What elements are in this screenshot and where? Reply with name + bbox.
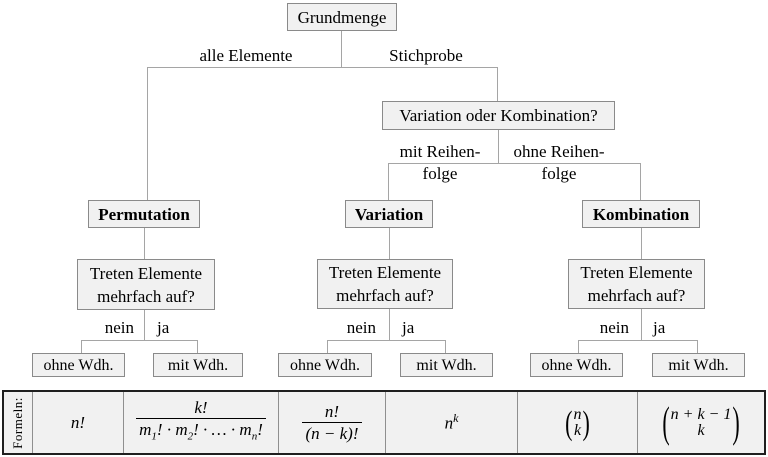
connector-kombination-question — [641, 228, 642, 259]
connector-vok-down — [498, 130, 499, 163]
drop-4 — [445, 340, 446, 353]
fraction-denominator: m1! · m2! · … · mn! — [136, 418, 266, 446]
leaf-mit-wdh-variation: mit Wdh. — [400, 353, 493, 377]
connector-to-variation — [388, 163, 389, 200]
leaf-ohne-wdh-variation: ohne Wdh. — [278, 353, 372, 377]
edge-label-stichprobe: Stichprobe — [389, 46, 463, 65]
formula-row-header-text: Formeln: — [10, 396, 26, 449]
question-box-permutation: Treten Elemente mehrfach auf? — [77, 259, 215, 310]
node-grundmenge: Grundmenge — [287, 3, 397, 31]
formula-n-factorial: n! — [70, 412, 86, 432]
drop-3 — [327, 340, 328, 353]
formula-variation-ohne-wdh: n! (n − k)! — [278, 392, 385, 453]
fraction-numerator: n! — [324, 402, 340, 421]
node-permutation: Permutation — [88, 200, 200, 228]
connector-top-horizontal — [147, 67, 498, 68]
power-expression: nk — [444, 411, 459, 433]
question-box-kombination: Treten Elemente mehrfach auf? — [568, 259, 705, 309]
connector-permutation-question — [144, 228, 145, 259]
close-paren: ) — [732, 397, 740, 446]
edge-label-ohne-reihenfolge: ohne Reihen- folge — [513, 142, 605, 183]
node-variation: Variation — [345, 200, 433, 228]
edge-label-nein-1: nein — [104, 318, 134, 337]
formula-table: Formeln: n! k! m1! · m2! · … · mn! n! (n… — [2, 390, 766, 455]
edge-label-nein-3: nein — [599, 318, 629, 337]
drop-6 — [697, 340, 698, 353]
split-horizontal-2 — [327, 340, 446, 341]
split-horizontal-3 — [578, 340, 698, 341]
connector-variation-question — [389, 228, 390, 259]
formula-permutation-ohne-wdh: n! — [32, 392, 123, 453]
connector-question1-split — [144, 309, 145, 340]
connector-question2-split — [389, 309, 390, 340]
split-horizontal-1 — [81, 340, 198, 341]
formula-variation-mit-wdh: nk — [385, 392, 517, 453]
connector-question3-split — [641, 309, 642, 340]
edge-label-ja-1: ja — [157, 318, 170, 337]
fraction-denominator: (n − k)! — [302, 422, 362, 443]
open-paren: ( — [565, 402, 573, 442]
drop-1 — [81, 340, 82, 353]
connector-to-vok — [497, 67, 498, 101]
drop-5 — [578, 340, 579, 353]
formula-row-header: Formeln: — [4, 392, 32, 453]
fraction: k! m1! · m2! · … · mn! — [136, 398, 266, 446]
node-variation-oder-kombination: Variation oder Kombination? — [382, 101, 615, 130]
connector-root-down — [341, 31, 342, 67]
edge-label-ja-3: ja — [653, 318, 666, 337]
drop-2 — [197, 340, 198, 353]
node-kombination: Kombination — [582, 200, 700, 228]
formula-permutation-mit-wdh: k! m1! · m2! · … · mn! — [123, 392, 278, 453]
leaf-mit-wdh-kombination: mit Wdh. — [652, 353, 745, 377]
edge-label-ja-2: ja — [402, 318, 415, 337]
close-paren: ) — [582, 402, 590, 442]
connector-to-permutation — [147, 67, 148, 200]
open-paren: ( — [662, 397, 670, 446]
leaf-ohne-wdh-kombination: ohne Wdh. — [530, 353, 623, 377]
leaf-mit-wdh-permutation: mit Wdh. — [153, 353, 243, 377]
fraction: n! (n − k)! — [302, 402, 362, 443]
edge-label-alle-elemente: alle Elemente — [199, 46, 293, 65]
edge-label-nein-2: nein — [346, 318, 376, 337]
question-box-variation: Treten Elemente mehrfach auf? — [317, 259, 453, 309]
edge-label-mit-reihenfolge: mit Reihen- folge — [399, 142, 481, 183]
leaf-ohne-wdh-permutation: ohne Wdh. — [32, 353, 125, 377]
connector-mid-horizontal — [388, 163, 641, 164]
fraction-numerator: k! — [194, 398, 208, 418]
connector-to-kombination — [640, 163, 641, 200]
